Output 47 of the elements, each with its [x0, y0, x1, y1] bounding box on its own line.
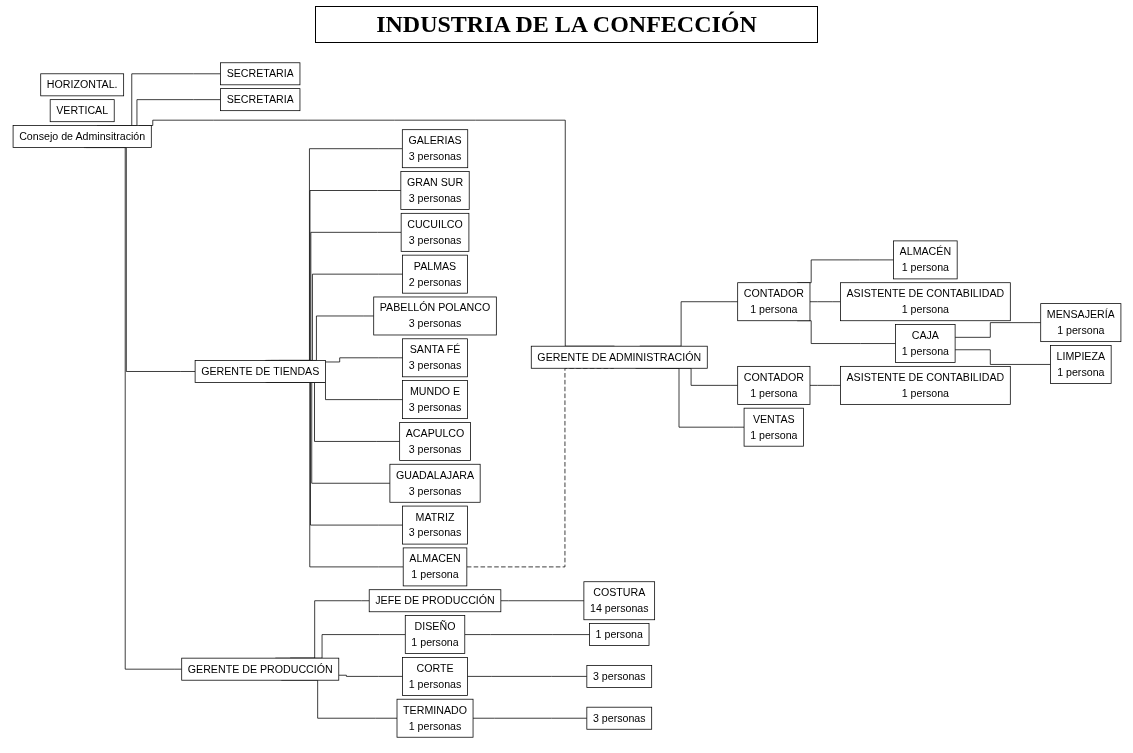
node-box: ACAPULCO 3 personas — [398, 422, 471, 461]
node-box: CONTADOR 1 persona — [736, 282, 810, 322]
node-box: GUADALAJARA 3 personas — [389, 463, 481, 503]
node-box: GALERIAS 3 personas — [401, 129, 468, 169]
connector — [324, 357, 403, 363]
node-box: 3 personas — [585, 706, 652, 730]
node-box: ASISTENTE DE CONTABILIDAD 1 persona — [839, 282, 1011, 322]
node-box: SECRETARIA — [219, 88, 300, 112]
connector — [466, 676, 587, 677]
node-box: SANTA FÉ 3 personas — [401, 338, 468, 378]
connector — [463, 634, 590, 635]
node-box: CAJA 1 persona — [894, 324, 955, 363]
node-box: PABELLÓN POLANCO 3 personas — [372, 296, 497, 336]
node-box: Consejo de Adminsitración — [12, 125, 152, 148]
node-box: ASISTENTE DE CONTABILIDAD 1 persona — [839, 365, 1011, 405]
connector — [954, 322, 1041, 338]
node-box: LIMPIEZA 1 persona — [1049, 345, 1112, 384]
node-box: HORIZONTAL. — [39, 73, 124, 97]
node-box: CORTE 1 personas — [401, 657, 468, 696]
node-box: PALMAS 2 personas — [401, 254, 468, 294]
node-box: JEFE DE PRODUCCIÓN — [368, 589, 501, 613]
title: INDUSTRIA DE LA CONFECCIÓN — [315, 6, 818, 43]
node-box: MUNDO E 3 personas — [401, 380, 468, 419]
node-box: GERENTE DE ADMINISTRACIÓN — [530, 345, 708, 369]
connector — [809, 385, 841, 386]
node-box: VENTAS 1 persona — [743, 407, 804, 447]
node-box: CUCUILCO 3 personas — [400, 212, 469, 252]
node-box: 3 personas — [585, 665, 652, 688]
node-box: ALMACÉN 1 persona — [892, 240, 958, 280]
connector — [809, 301, 841, 303]
node-box: MENSAJERÍA 1 persona — [1039, 303, 1121, 342]
node-box: CONTADOR 1 persona — [736, 365, 810, 405]
node-box: COSTURA 14 personas — [583, 581, 655, 621]
node-box: GERENTE DE PRODUCCIÓN — [180, 657, 339, 681]
node-box: VERTICAL — [49, 99, 115, 123]
node-box: ALMACEN 1 persona — [402, 547, 467, 587]
connector — [499, 600, 584, 602]
node-box: GRAN SUR 3 personas — [399, 171, 470, 210]
node-box: SECRETARIA — [219, 62, 300, 86]
connector — [337, 674, 403, 677]
node-box: TERMINADO 1 personas — [396, 698, 473, 738]
node-box: GERENTE DE TIENDAS — [194, 360, 326, 383]
connector — [472, 717, 587, 719]
connector — [954, 349, 1051, 365]
node-box: 1 persona — [588, 623, 649, 646]
node-box: DISEÑO 1 persona — [404, 615, 465, 654]
node-box: MATRIZ 3 personas — [401, 505, 468, 545]
